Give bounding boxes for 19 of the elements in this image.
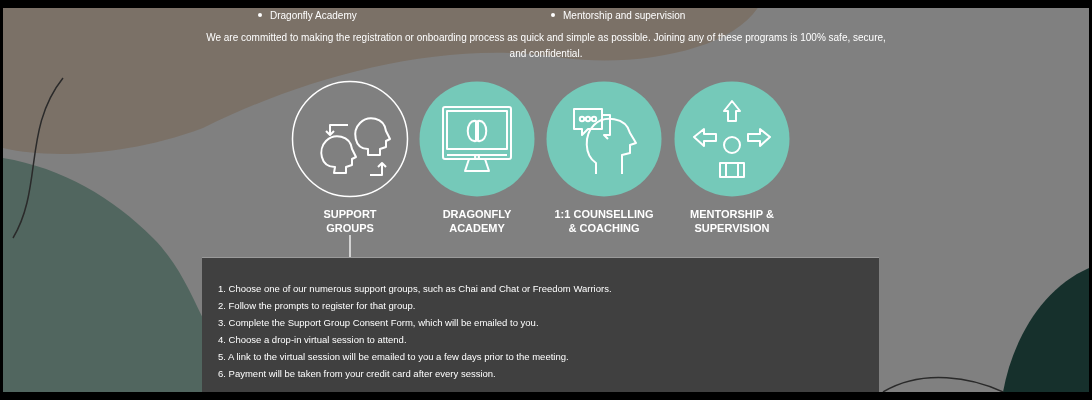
intro-paragraph: We are committed to making the registration or onboarding process as quick and simple as possible. Joining any of these programs is 100% safe, secure, and confidential. <box>205 31 887 61</box>
step-text: 6. Payment will be taken from your credit card after every session. <box>218 367 497 381</box>
step-text: 5. A link to the virtual session will be emailed to you a few days prior to the meeting. <box>218 350 570 364</box>
list-item: Mentorship and supervision <box>551 8 771 24</box>
program-item <box>290 79 410 235</box>
program-item <box>672 79 792 235</box>
program-title: MENTORSHIP & SUPERVISION <box>689 207 775 235</box>
program-title: SUPPORT GROUPS <box>322 207 378 235</box>
program-item <box>417 79 537 235</box>
program-title: DRAGONFLY ACADEMY <box>441 207 513 235</box>
list-item: Dragonfly Academy <box>258 8 418 24</box>
steps-panel <box>202 257 879 392</box>
connector-line <box>349 234 351 258</box>
step-text: 2. Follow the prompts to register for that group. <box>218 299 417 313</box>
step-text: 3. Complete the Support Group Consent Form, which will be emailed to you. <box>218 316 540 330</box>
program-title: 1:1 COUNSELLING & COACHING <box>554 207 654 235</box>
step-text: 1. Choose one of our numerous support groups, such as Chai and Chat or Freedom Warriors. <box>218 282 613 296</box>
program-item <box>544 79 664 235</box>
step-text: 4. Choose a drop-in virtual session to attend. <box>218 333 408 347</box>
